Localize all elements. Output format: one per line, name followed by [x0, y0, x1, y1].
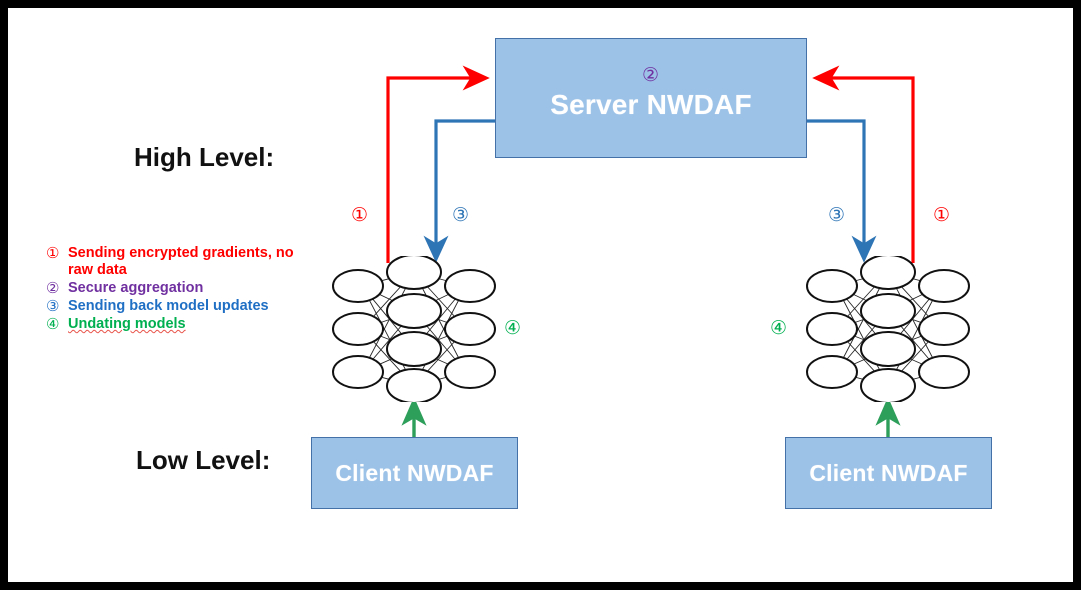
server-nwdaf-label: Server NWDAF [550, 89, 752, 120]
legend-item: ① Sending encrypted gradients, no raw da… [46, 245, 316, 279]
step-label-left-updates: ③ [452, 205, 470, 226]
legend-item: ③ Sending back model updates [46, 298, 316, 315]
neural-network-left [332, 256, 496, 402]
arrow-left-gradients [386, 65, 490, 263]
legend-label: Sending back model updates [68, 298, 269, 314]
legend-label: Undating models [68, 316, 186, 332]
step-label-right-gradients: ① [933, 205, 951, 226]
neural-network-right [806, 256, 970, 402]
legend-item: ② Secure aggregation [46, 280, 316, 297]
high-level-title: High Level: [134, 142, 275, 172]
arrow-right-gradients [812, 65, 915, 263]
step-label-left-updating: ④ [504, 318, 522, 339]
client-nwdaf-box-right[interactable]: Client NWDAF [785, 437, 992, 509]
client-nwdaf-label-left: Client NWDAF [335, 459, 494, 486]
legend-number: ③ [46, 298, 60, 315]
legend-item: ④ Undating models [46, 316, 316, 333]
step-label-right-updates: ③ [828, 205, 846, 226]
legend-label: Secure aggregation [68, 280, 204, 296]
legend-number: ② [46, 280, 60, 297]
legend: ① Sending encrypted gradients, no raw da… [46, 245, 316, 334]
arrow-left-model-updates [423, 119, 495, 263]
client-nwdaf-label-right: Client NWDAF [809, 459, 968, 486]
diagram-canvas: Server NWDAF ② Client NWDAF Client NWDAF… [8, 8, 1073, 582]
server-nwdaf-box[interactable]: Server NWDAF [495, 38, 807, 158]
legend-number: ① [46, 245, 60, 262]
step-label-left-gradients: ① [351, 205, 369, 226]
low-level-title: Low Level: [136, 445, 271, 475]
legend-label: Sending encrypted gradients, no raw data [68, 245, 294, 278]
arrow-right-model-updates [807, 119, 877, 263]
server-step-number: ② [642, 65, 660, 86]
legend-number: ④ [46, 316, 60, 333]
step-label-right-updating: ④ [770, 318, 788, 339]
client-nwdaf-box-left[interactable]: Client NWDAF [311, 437, 518, 509]
